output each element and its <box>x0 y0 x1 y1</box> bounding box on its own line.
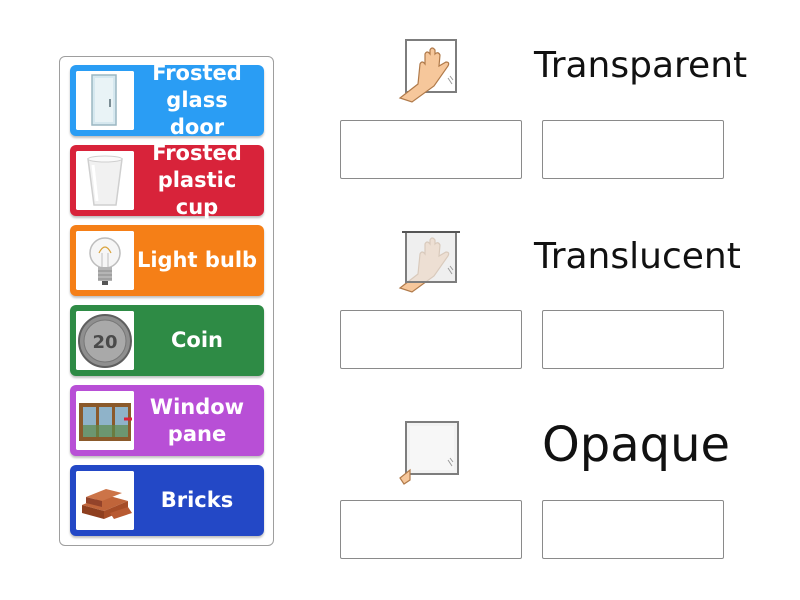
frosted-glass-door-icon <box>76 71 134 130</box>
tile-light-bulb[interactable]: Light bulb <box>70 225 264 296</box>
window-pane-icon <box>76 391 134 450</box>
svg-text:20: 20 <box>92 332 117 353</box>
tile-label: Bricks <box>160 488 234 512</box>
tile-label: Light bulb <box>136 248 258 272</box>
drop-slot-transparent-2[interactable] <box>542 120 724 179</box>
tile-frosted-glass-door[interactable]: Frosted glass door <box>70 61 264 139</box>
plastic-cup-icon <box>76 151 134 210</box>
bricks-icon <box>76 471 134 530</box>
hand-behind-clear-glass-icon <box>398 36 462 108</box>
tile-label: Coin <box>171 328 223 352</box>
drop-slot-transparent-1[interactable] <box>340 120 522 179</box>
tile-bank: Frosted glass door Frosted plastic cup <box>59 56 274 546</box>
tile-bricks[interactable]: Bricks <box>70 465 264 536</box>
tile-window-pane[interactable]: Window pane <box>70 385 264 456</box>
hand-behind-frosted-glass-icon <box>398 226 462 298</box>
tile-label: Frosted glass door <box>152 61 242 139</box>
drop-slot-opaque-1[interactable] <box>340 500 522 559</box>
tile-frosted-plastic-cup[interactable]: Frosted plastic cup <box>70 141 264 219</box>
category-title-transparent: Transparent <box>534 45 748 86</box>
drop-slot-translucent-2[interactable] <box>542 310 724 369</box>
category-title-opaque: Opaque <box>541 417 731 473</box>
tile-coin[interactable]: 20 Coin <box>70 305 264 376</box>
drop-slot-opaque-2[interactable] <box>542 500 724 559</box>
category-title-translucent: Translucent <box>534 236 741 277</box>
light-bulb-icon <box>76 231 134 290</box>
hand-behind-opaque-board-icon <box>398 418 462 490</box>
coin-icon: 20 <box>76 311 134 370</box>
drop-slot-translucent-1[interactable] <box>340 310 522 369</box>
tile-label: Frosted plastic cup <box>152 141 242 219</box>
tile-label: Window pane <box>149 394 245 446</box>
